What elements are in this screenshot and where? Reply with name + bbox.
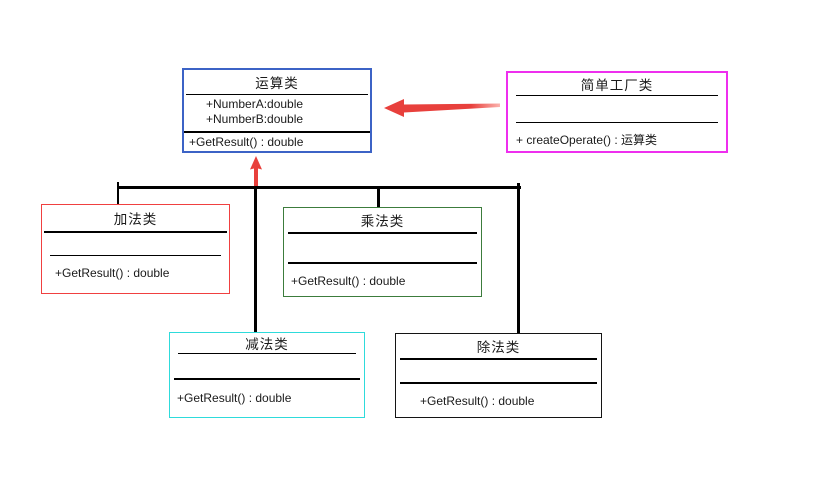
class-title-operation: 运算类	[255, 76, 299, 91]
section-divider	[178, 353, 356, 354]
methods-section-multiply: +GetResult() : double	[284, 264, 481, 296]
method-getresult: +GetResult() : double	[189, 135, 304, 149]
class-title-subtract: 减法类	[245, 337, 289, 352]
section-divider	[184, 131, 370, 133]
method-getresult: +GetResult() : double	[55, 266, 170, 280]
section-divider	[400, 358, 597, 360]
attributes-section-subtract	[170, 354, 364, 378]
methods-section-factory: + createOperate() : 运算类	[508, 123, 726, 151]
methods-section-subtract: +GetResult() : double	[170, 380, 364, 417]
section-divider	[174, 378, 360, 380]
attributes-section-operation: +NumberA:double +NumberB:double	[184, 95, 370, 131]
section-divider	[516, 122, 718, 123]
section-divider	[186, 94, 368, 95]
connector-add-vertical	[117, 182, 119, 205]
section-divider	[516, 95, 718, 96]
attribute-numberb: +NumberB:double	[206, 112, 304, 126]
class-title-add: 加法类	[113, 212, 158, 227]
class-box-add: 加法类 +GetResult() : double	[41, 204, 230, 294]
methods-section-operation: +GetResult() : double	[184, 133, 370, 151]
methods-section-divide: +GetResult() : double	[396, 384, 601, 417]
method-getresult: +GetResult() : double	[420, 394, 535, 408]
connector-multiply-vertical	[377, 189, 380, 208]
methods-section-add: +GetResult() : double	[42, 256, 229, 293]
connector-subtract-vertical	[254, 189, 257, 333]
attributes-section-add	[42, 233, 229, 255]
attributes-section-factory	[508, 96, 726, 122]
class-box-factory: 简单工厂类 + createOperate() : 运算类	[506, 71, 728, 153]
class-box-divide: 除法类 +GetResult() : double	[395, 333, 602, 418]
class-box-subtract: 减法类 +GetResult() : double	[169, 332, 365, 418]
inheritance-horizontal-line	[118, 186, 521, 189]
class-title-multiply: 乘法类	[360, 214, 405, 229]
section-divider	[50, 255, 221, 256]
class-title-factory: 简单工厂类	[580, 78, 654, 93]
section-divider	[288, 262, 477, 264]
attributes-section-divide	[396, 360, 601, 382]
section-divider	[400, 382, 597, 384]
connector-divide-vertical	[517, 183, 520, 334]
method-createoperate: + createOperate() : 运算类	[516, 133, 658, 147]
attributes-section-multiply	[284, 234, 481, 262]
method-getresult: +GetResult() : double	[177, 391, 292, 405]
class-box-operation: 运算类 +NumberA:double +NumberB:double +Get…	[182, 68, 372, 153]
factory-to-operation-arrow-icon	[384, 99, 500, 117]
section-divider	[288, 232, 477, 234]
section-divider	[44, 231, 227, 233]
method-getresult: +GetResult() : double	[291, 274, 406, 288]
class-title-divide: 除法类	[476, 340, 521, 355]
class-box-multiply: 乘法类 +GetResult() : double	[283, 207, 482, 297]
attribute-numbera: +NumberA:double	[206, 97, 304, 111]
inheritance-up-arrow-icon	[250, 156, 262, 186]
